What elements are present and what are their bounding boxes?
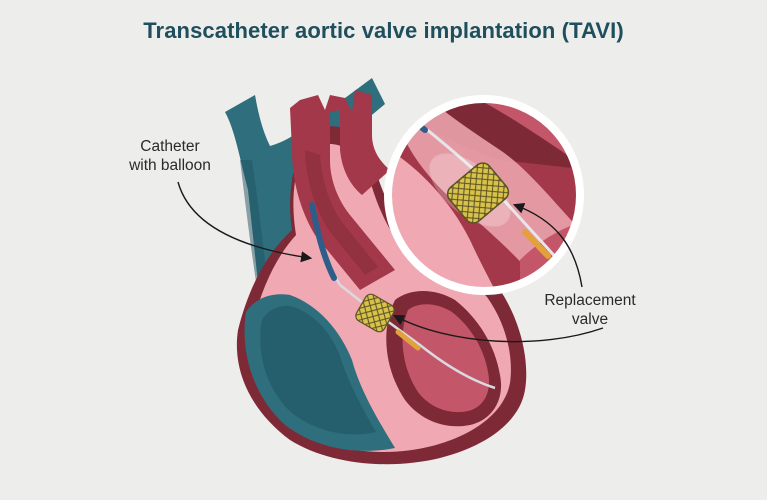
valve-label-line2: valve <box>571 311 609 328</box>
catheter-label-line2: with balloon <box>129 157 211 174</box>
valve-label-line1: Replacement <box>544 292 636 309</box>
valve-label: Replacement valve <box>520 291 660 329</box>
zoom-inset <box>384 95 584 295</box>
replacement-valve-zoom <box>446 162 510 224</box>
catheter-label: Catheter with balloon <box>110 137 230 175</box>
catheter-arrow <box>177 181 313 263</box>
aorta <box>290 90 395 290</box>
valve-arrow-heart <box>393 314 604 343</box>
diagram-title: Transcatheter aortic valve implantation … <box>143 18 624 43</box>
catheter-label-line1: Catheter <box>140 138 200 155</box>
valve-arrow-zoom <box>512 202 583 288</box>
replacement-valve-heart <box>355 293 395 333</box>
